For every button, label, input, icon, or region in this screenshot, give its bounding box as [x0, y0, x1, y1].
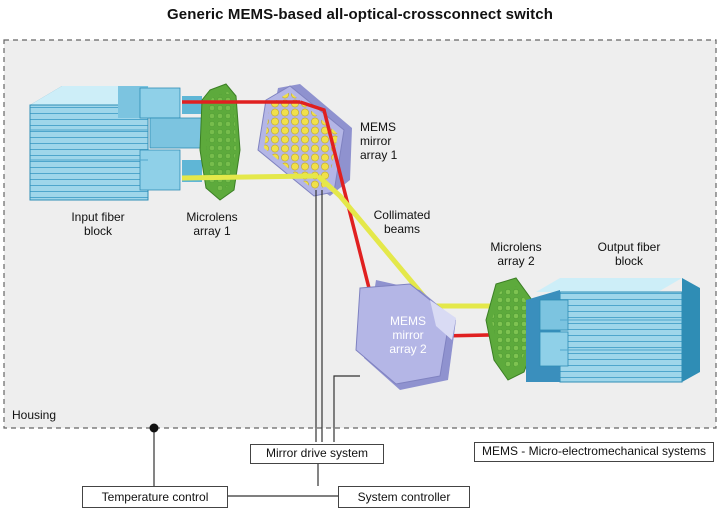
label-line: Collimated	[373, 208, 431, 222]
microlens-array-1	[199, 83, 241, 201]
label-line: beams	[383, 222, 421, 236]
label-line: MEMS	[390, 314, 426, 328]
label-line: Microlens	[186, 210, 238, 224]
diagram-title: Generic MEMS-based all-optical-crossconn…	[167, 6, 553, 23]
label-mems-1: MEMS mirror array 1	[360, 120, 420, 162]
label-microlens-1: Microlens array 1	[170, 210, 254, 238]
label-line: MEMS	[360, 120, 396, 134]
label-output-fiber: Output fiber block	[584, 240, 674, 268]
mems-mirror-array-1	[257, 84, 352, 197]
label-line: array 2	[389, 342, 427, 356]
output-fiber-block	[526, 278, 700, 383]
label-mems-2: MEMS mirror array 2	[378, 314, 438, 356]
mirror-drive-system-box: Mirror drive system	[250, 444, 384, 464]
mems-mirror-array-2	[355, 280, 456, 390]
label-input-fiber: Input fiber block	[56, 210, 140, 238]
label-line: block	[614, 254, 643, 268]
label-line: Output fiber	[597, 240, 661, 254]
system-controller-box: System controller	[338, 486, 470, 508]
label-line: array 1	[193, 224, 231, 238]
mems-definition-note: MEMS - Micro-electromechanical systems	[474, 442, 714, 462]
temperature-control-box: Temperature control	[82, 486, 228, 508]
microlens-array-2	[485, 277, 537, 381]
label-line: Input fiber	[71, 210, 125, 224]
control-wiring	[153, 190, 360, 497]
label-line: mirror	[392, 328, 424, 342]
junction-dot	[149, 423, 159, 433]
label-line: mirror	[360, 134, 392, 148]
label-line: array 2	[497, 254, 535, 268]
label-line: block	[83, 224, 112, 238]
label-line: Microlens	[490, 240, 542, 254]
label-microlens-2: Microlens array 2	[474, 240, 558, 268]
label-line: array 1	[360, 148, 398, 162]
label-collimated: Collimated beams	[362, 208, 442, 236]
label-housing: Housing	[12, 408, 57, 422]
input-fiber-block	[29, 86, 203, 201]
